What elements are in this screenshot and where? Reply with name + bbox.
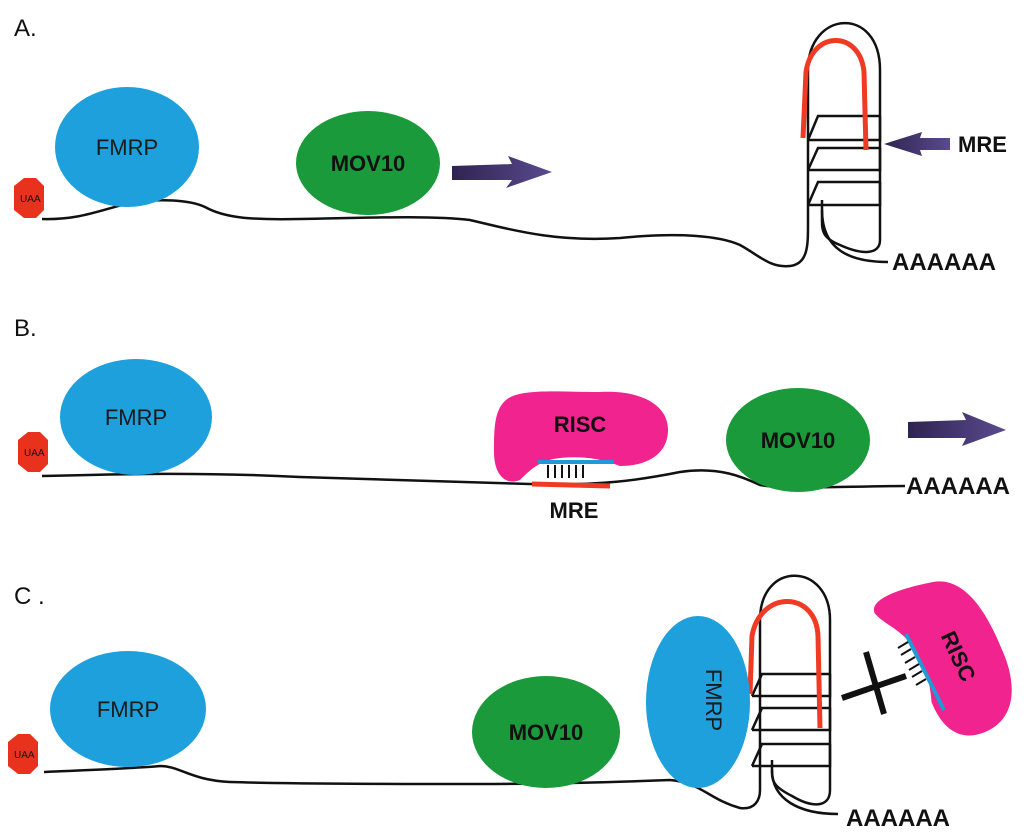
panel-b-fmrp-label: FMRP <box>105 405 167 430</box>
panel-c-polya-label: AAAAAA <box>846 805 950 832</box>
panel-c-mov10 <box>472 676 620 788</box>
panel-b-risc <box>494 391 668 482</box>
panel-c-inhibition-icon <box>841 651 907 715</box>
panel-a-label: A. <box>14 15 37 42</box>
panel-a-polya-tail <box>820 209 889 264</box>
panel-b-mre-label: MRE <box>550 498 599 523</box>
panel-b-mov10 <box>726 388 870 492</box>
panel-c-stem-ladder <box>750 672 832 768</box>
panel-c-guide-strand <box>904 633 946 711</box>
panel-a-direction-arrow-icon <box>452 156 552 188</box>
panel-a-stem-ladder <box>806 114 882 207</box>
panel-a-mov10-label: MOV10 <box>331 151 406 176</box>
panel-c-fmrp-bound-label: FMRP <box>701 669 726 731</box>
panel-c-fmrp <box>50 651 206 767</box>
panel-a-mre-label: MRE <box>958 132 1007 157</box>
panel-a-stop-codon-icon <box>14 178 44 218</box>
panel-a-polya-label: AAAAAA <box>892 249 996 276</box>
panel-b-stop-codon-icon <box>18 432 48 472</box>
panel-a-stem-loop <box>806 21 882 254</box>
panel-c-fmrp-bound <box>646 616 750 788</box>
panel-b-mre-strand <box>531 481 611 489</box>
panel-c-risc: RISC <box>873 581 1012 736</box>
panel-c-guide-bases <box>897 641 927 686</box>
panel-c: C . UAA FMRP MOV10 FMRP RISC <box>8 574 1012 832</box>
panel-b-polya-label: AAAAAA <box>906 473 1010 500</box>
panel-a-mre-pointer-arrow-icon <box>884 132 950 156</box>
panel-a-mre-hairpin <box>800 38 869 151</box>
panel-c-mrna-strand <box>43 620 762 810</box>
panel-b-fmrp <box>60 359 212 475</box>
panel-a-fmrp-label: FMRP <box>96 135 158 160</box>
panel-b-stop-codon-label: UAA <box>24 448 45 459</box>
panel-c-stop-codon-icon <box>8 734 38 774</box>
panel-c-stop-codon-label: UAA <box>14 750 35 761</box>
panel-a-fmrp <box>55 87 199 207</box>
panel-c-mre-hairpin <box>747 599 823 729</box>
panel-c-mov10-label: MOV10 <box>509 720 584 745</box>
panel-b: B. UAA FMRP RISC MRE MOV10 AAAAAA <box>14 315 1010 523</box>
panel-a-mov10 <box>296 111 440 215</box>
panel-b-risc-label: RISC <box>554 412 607 437</box>
panel-b-mov10-label: MOV10 <box>761 428 836 453</box>
panel-c-polya-tail <box>770 769 839 816</box>
panel-b-label: B. <box>14 315 37 342</box>
panel-c-label: C . <box>14 583 45 610</box>
panel-b-base-pairing <box>547 465 584 478</box>
panel-b-direction-arrow-icon <box>908 412 1006 446</box>
panel-a: A. UAA FMRP MOV10 MRE AAAAAA <box>14 15 1007 276</box>
panel-c-fmrp-label: FMRP <box>97 697 159 722</box>
panel-a-mrna-strand <box>41 70 810 268</box>
panel-a-stop-codon-label: UAA <box>20 194 41 205</box>
